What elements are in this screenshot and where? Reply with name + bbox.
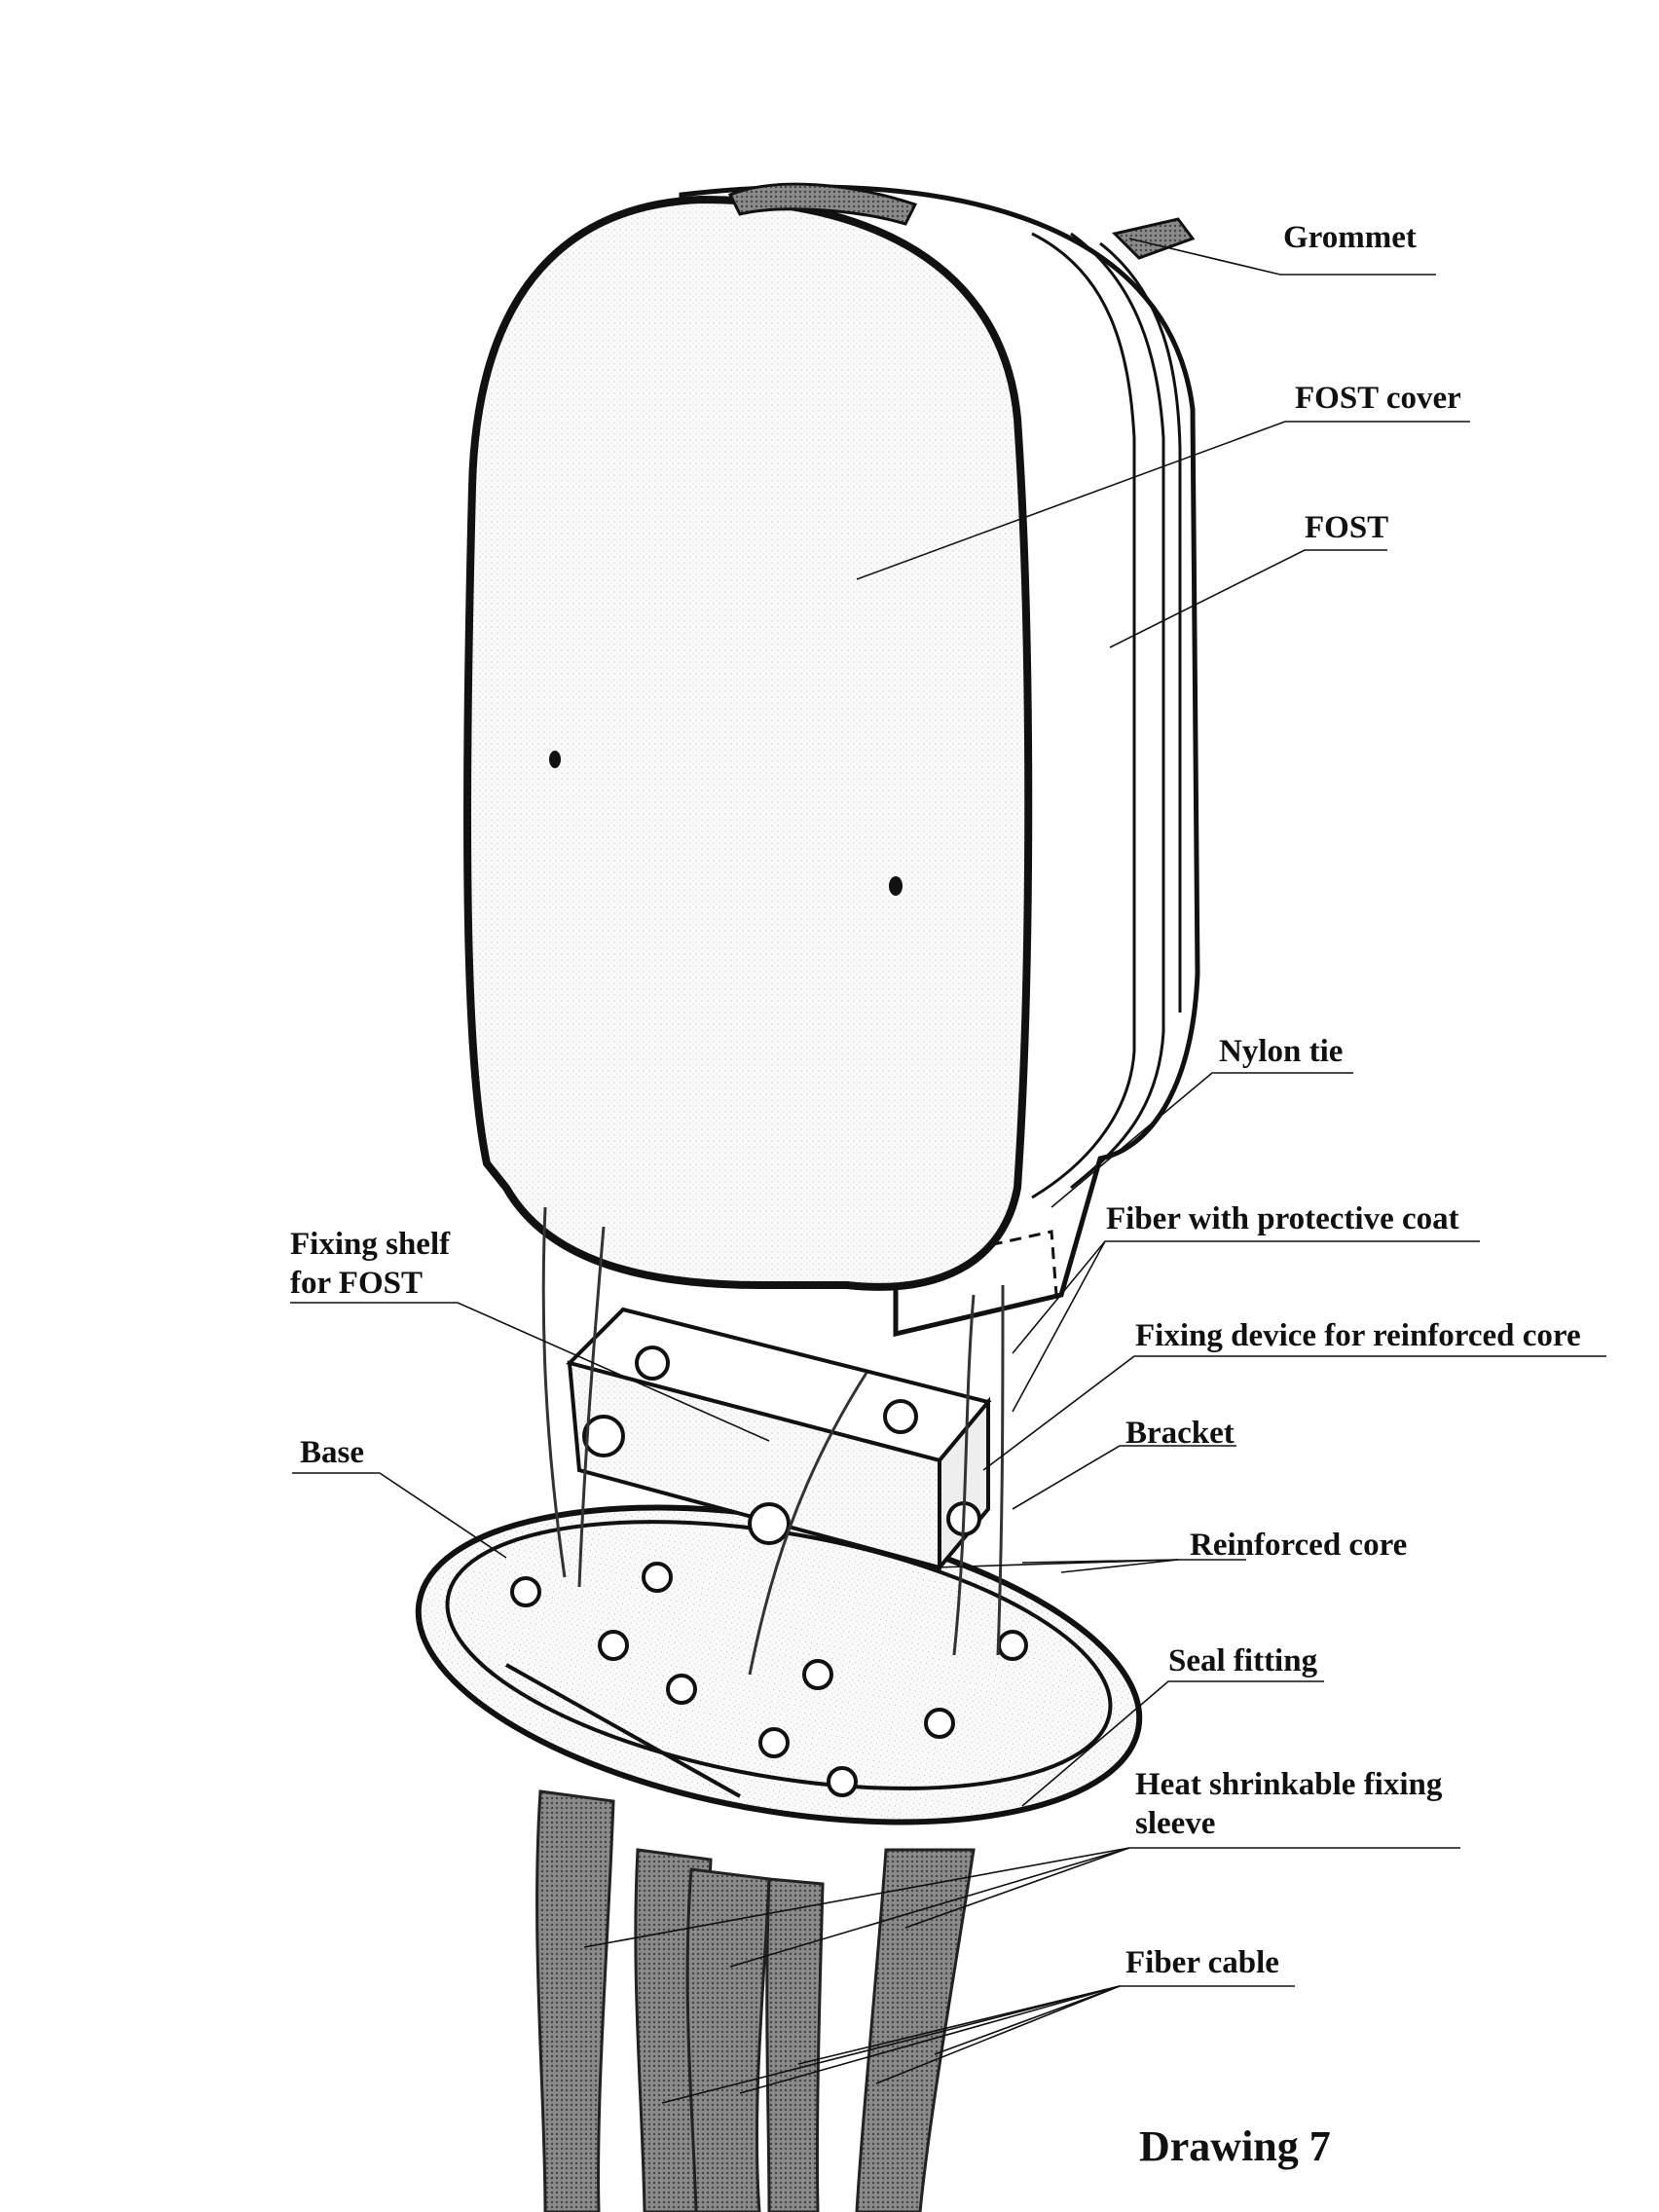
label-bracket: Bracket <box>1125 1416 1235 1451</box>
fost-cover <box>463 182 1033 1291</box>
label-fixing-shelf-2: for FOST <box>290 1266 423 1301</box>
drawing-title: Drawing 7 <box>1139 2122 1331 2170</box>
label-reinforced-core: Reinforced core <box>1190 1528 1408 1563</box>
label-heat-shrink-2: sleeve <box>1135 1806 1216 1841</box>
fiber-cables <box>535 1789 976 2212</box>
label-fiber-cable: Fiber cable <box>1125 1945 1279 1980</box>
fiber-wires <box>541 1206 1005 1676</box>
label-seal-fitting: Seal fitting <box>1168 1643 1318 1678</box>
label-base: Base <box>300 1435 364 1470</box>
label-grommet: Grommet <box>1283 220 1417 255</box>
label-fixing-shelf-1: Fixing shelf <box>290 1227 451 1262</box>
label-nylon-tie: Nylon tie <box>1219 1034 1344 1069</box>
grommet <box>1112 217 1196 260</box>
label-fost: FOST <box>1305 510 1389 545</box>
label-fiber-protective-coat: Fiber with protective coat <box>1106 1201 1459 1236</box>
label-heat-shrink-1: Heat shrinkable fixing <box>1135 1767 1443 1802</box>
label-fixing-device: Fixing device for reinforced core <box>1135 1318 1581 1353</box>
label-fost-cover: FOST cover <box>1295 381 1461 416</box>
leader-lines <box>290 238 1606 2104</box>
